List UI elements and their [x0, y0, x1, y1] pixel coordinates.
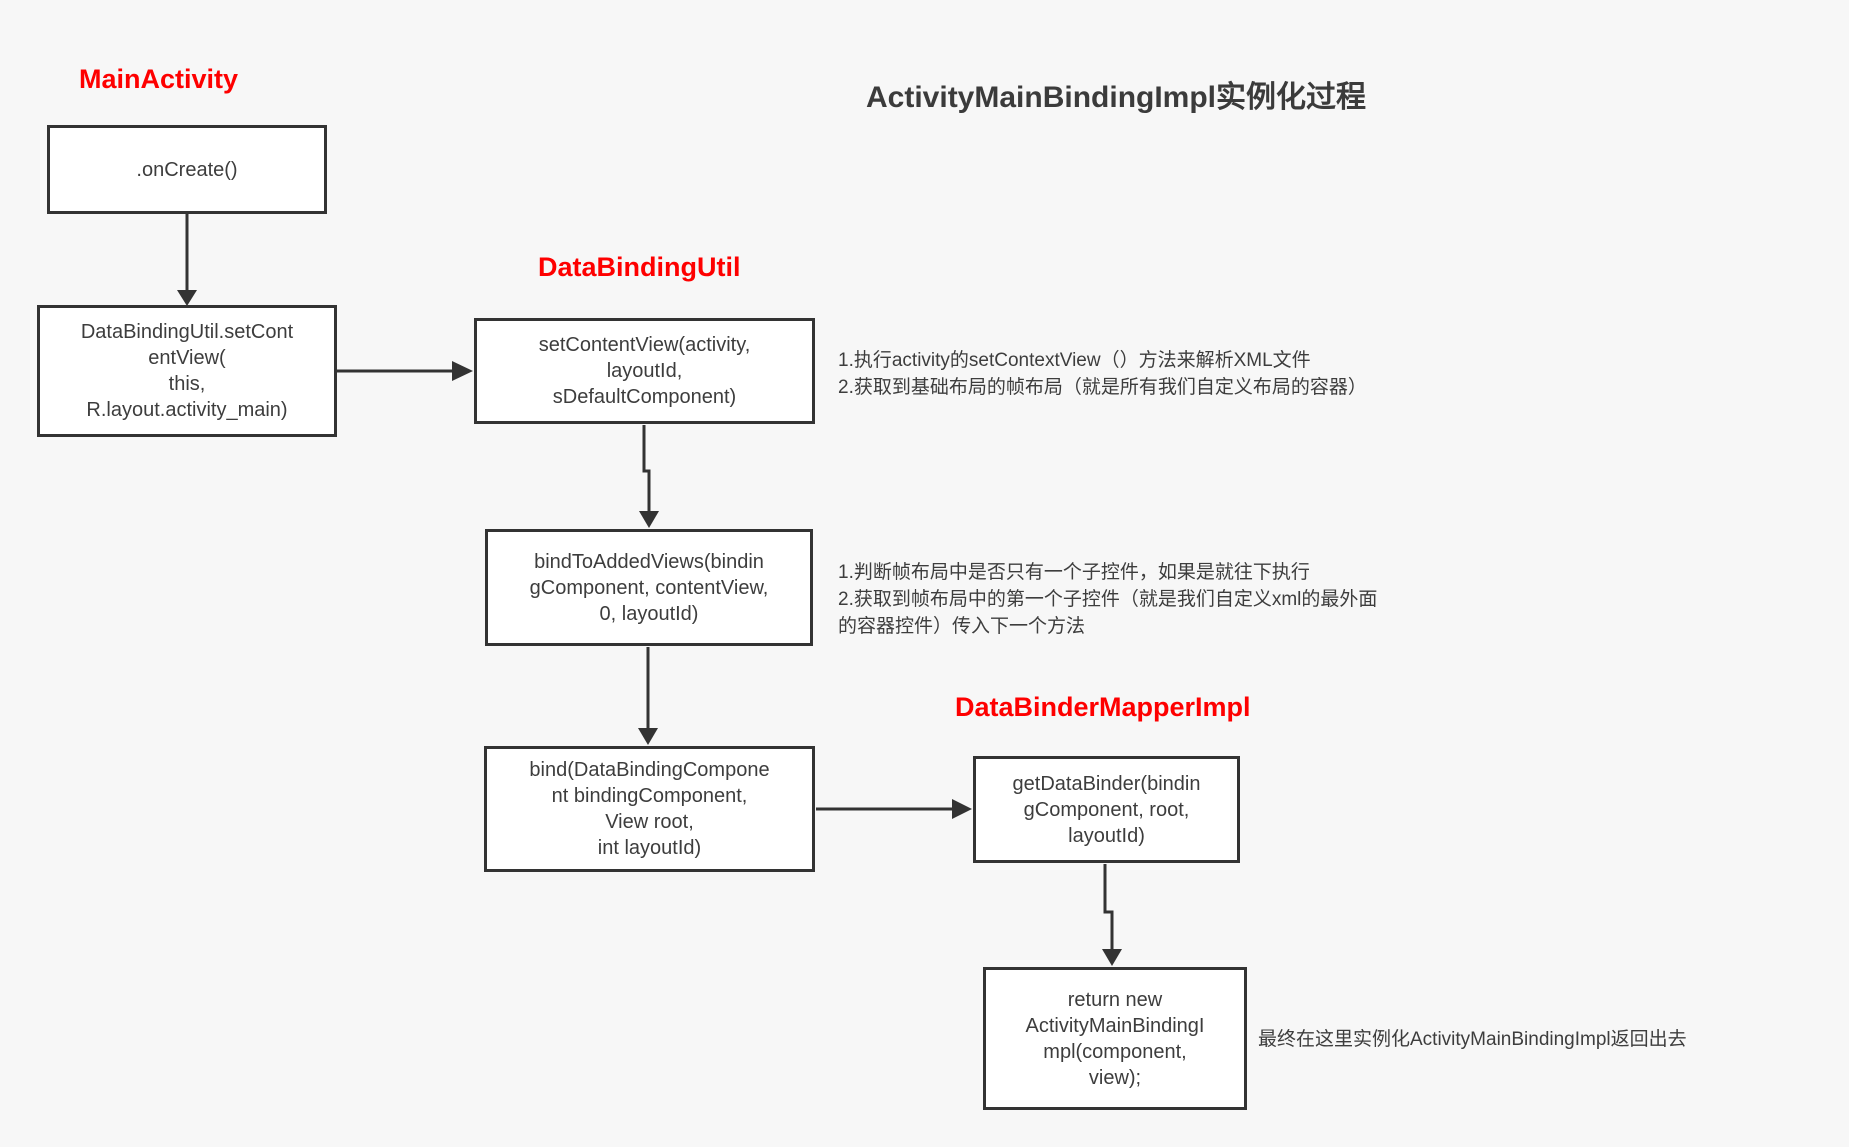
annotation-line: 2.获取到帧布局中的第一个子控件（就是我们自定义xml的最外面 [838, 589, 1378, 610]
node-getdatabinder: getDataBinder(bindin gComponent, root, l… [973, 756, 1240, 863]
annotation-line: 2.获取到基础布局的帧布局（就是所有我们自定义布局的容器） [838, 377, 1367, 398]
node-setcontentview: setContentView(activity, layoutId, sDefa… [474, 318, 815, 424]
node-text-line: gComponent, root, [1023, 798, 1190, 821]
node-text-line: bind(DataBindingCompone [529, 759, 770, 781]
node-text-line: return new [1067, 988, 1163, 1011]
annotation-line: 的容器控件）传入下一个方法 [838, 616, 1086, 637]
arrowhead-right-icon [452, 361, 473, 381]
node-text-line: nt bindingComponent, [551, 785, 748, 807]
node-text-line: layoutId) [1068, 824, 1145, 847]
node-bindtoaddedviews: bindToAddedViews(bindin gComponent, cont… [485, 529, 813, 646]
node-text-line: .onCreate() [136, 158, 238, 181]
annotation-line: 1.判断帧布局中是否只有一个子控件，如果是就往下执行 [838, 562, 1310, 583]
node-text-line: int layoutId) [597, 837, 702, 859]
node-text-line: bindToAddedViews(bindin [534, 550, 764, 573]
arrowhead-right-icon [952, 799, 972, 819]
node-oncreate: .onCreate() [47, 125, 327, 214]
page-title: ActivityMainBindingImpl实例化过程 [866, 81, 1367, 114]
node-text-line: layoutId, [606, 360, 683, 382]
annotation-bindtoaddedviews: 1.判断帧布局中是否只有一个子控件，如果是就往下执行 2.获取到帧布局中的第一个… [838, 559, 1377, 640]
node-text-line: view); [1088, 1066, 1142, 1089]
node-text-line: gComponent, contentView, [529, 576, 769, 599]
node-setcontentview-call: DataBindingUtil.setCont entView( this, R… [37, 305, 337, 437]
arrowhead-down-icon [639, 511, 659, 528]
annotation-line: 最终在这里实例化ActivityMainBindingImpl返回出去 [1258, 1029, 1687, 1050]
class-label-mainactivity: MainActivity [79, 64, 239, 94]
annotation-line: 1.执行activity的setContextView（）方法来解析XML文件 [838, 350, 1311, 371]
arrowhead-down-icon [1102, 949, 1122, 966]
node-bind: bind(DataBindingCompone nt bindingCompon… [484, 746, 815, 872]
arrowhead-down-icon [177, 290, 197, 306]
annotation-setcontentview: 1.执行activity的setContextView（）方法来解析XML文件 … [838, 347, 1367, 401]
annotation-return: 最终在这里实例化ActivityMainBindingImpl返回出去 [1258, 1026, 1687, 1053]
node-text-line: getDataBinder(bindin [1012, 772, 1201, 795]
arrowhead-down-icon [638, 728, 658, 745]
node-text-line: View root, [605, 811, 694, 833]
node-text-line: DataBindingUtil.setCont [80, 321, 294, 343]
class-label-databindingutil: DataBindingUtil [538, 252, 741, 282]
node-text-line: 0, layoutId) [599, 602, 699, 625]
arrow-getdatabinder-to-returnnew [1103, 864, 1114, 950]
node-text-line: this, [168, 373, 206, 395]
class-label-databindermapperimpl: DataBinderMapperImpl [955, 692, 1251, 722]
node-return-new-impl: return new ActivityMainBindingI mpl(comp… [983, 967, 1247, 1110]
arrow-setcontentview-to-bindtoaddedviews [642, 425, 651, 512]
node-text-line: entView( [148, 347, 226, 369]
node-text-line: R.layout.activity_main) [86, 399, 288, 421]
node-text-line: mpl(component, [1043, 1040, 1187, 1063]
node-text-line: ActivityMainBindingI [1025, 1014, 1205, 1037]
node-text-line: setContentView(activity, [538, 334, 751, 356]
node-text-line: sDefaultComponent) [552, 386, 737, 408]
